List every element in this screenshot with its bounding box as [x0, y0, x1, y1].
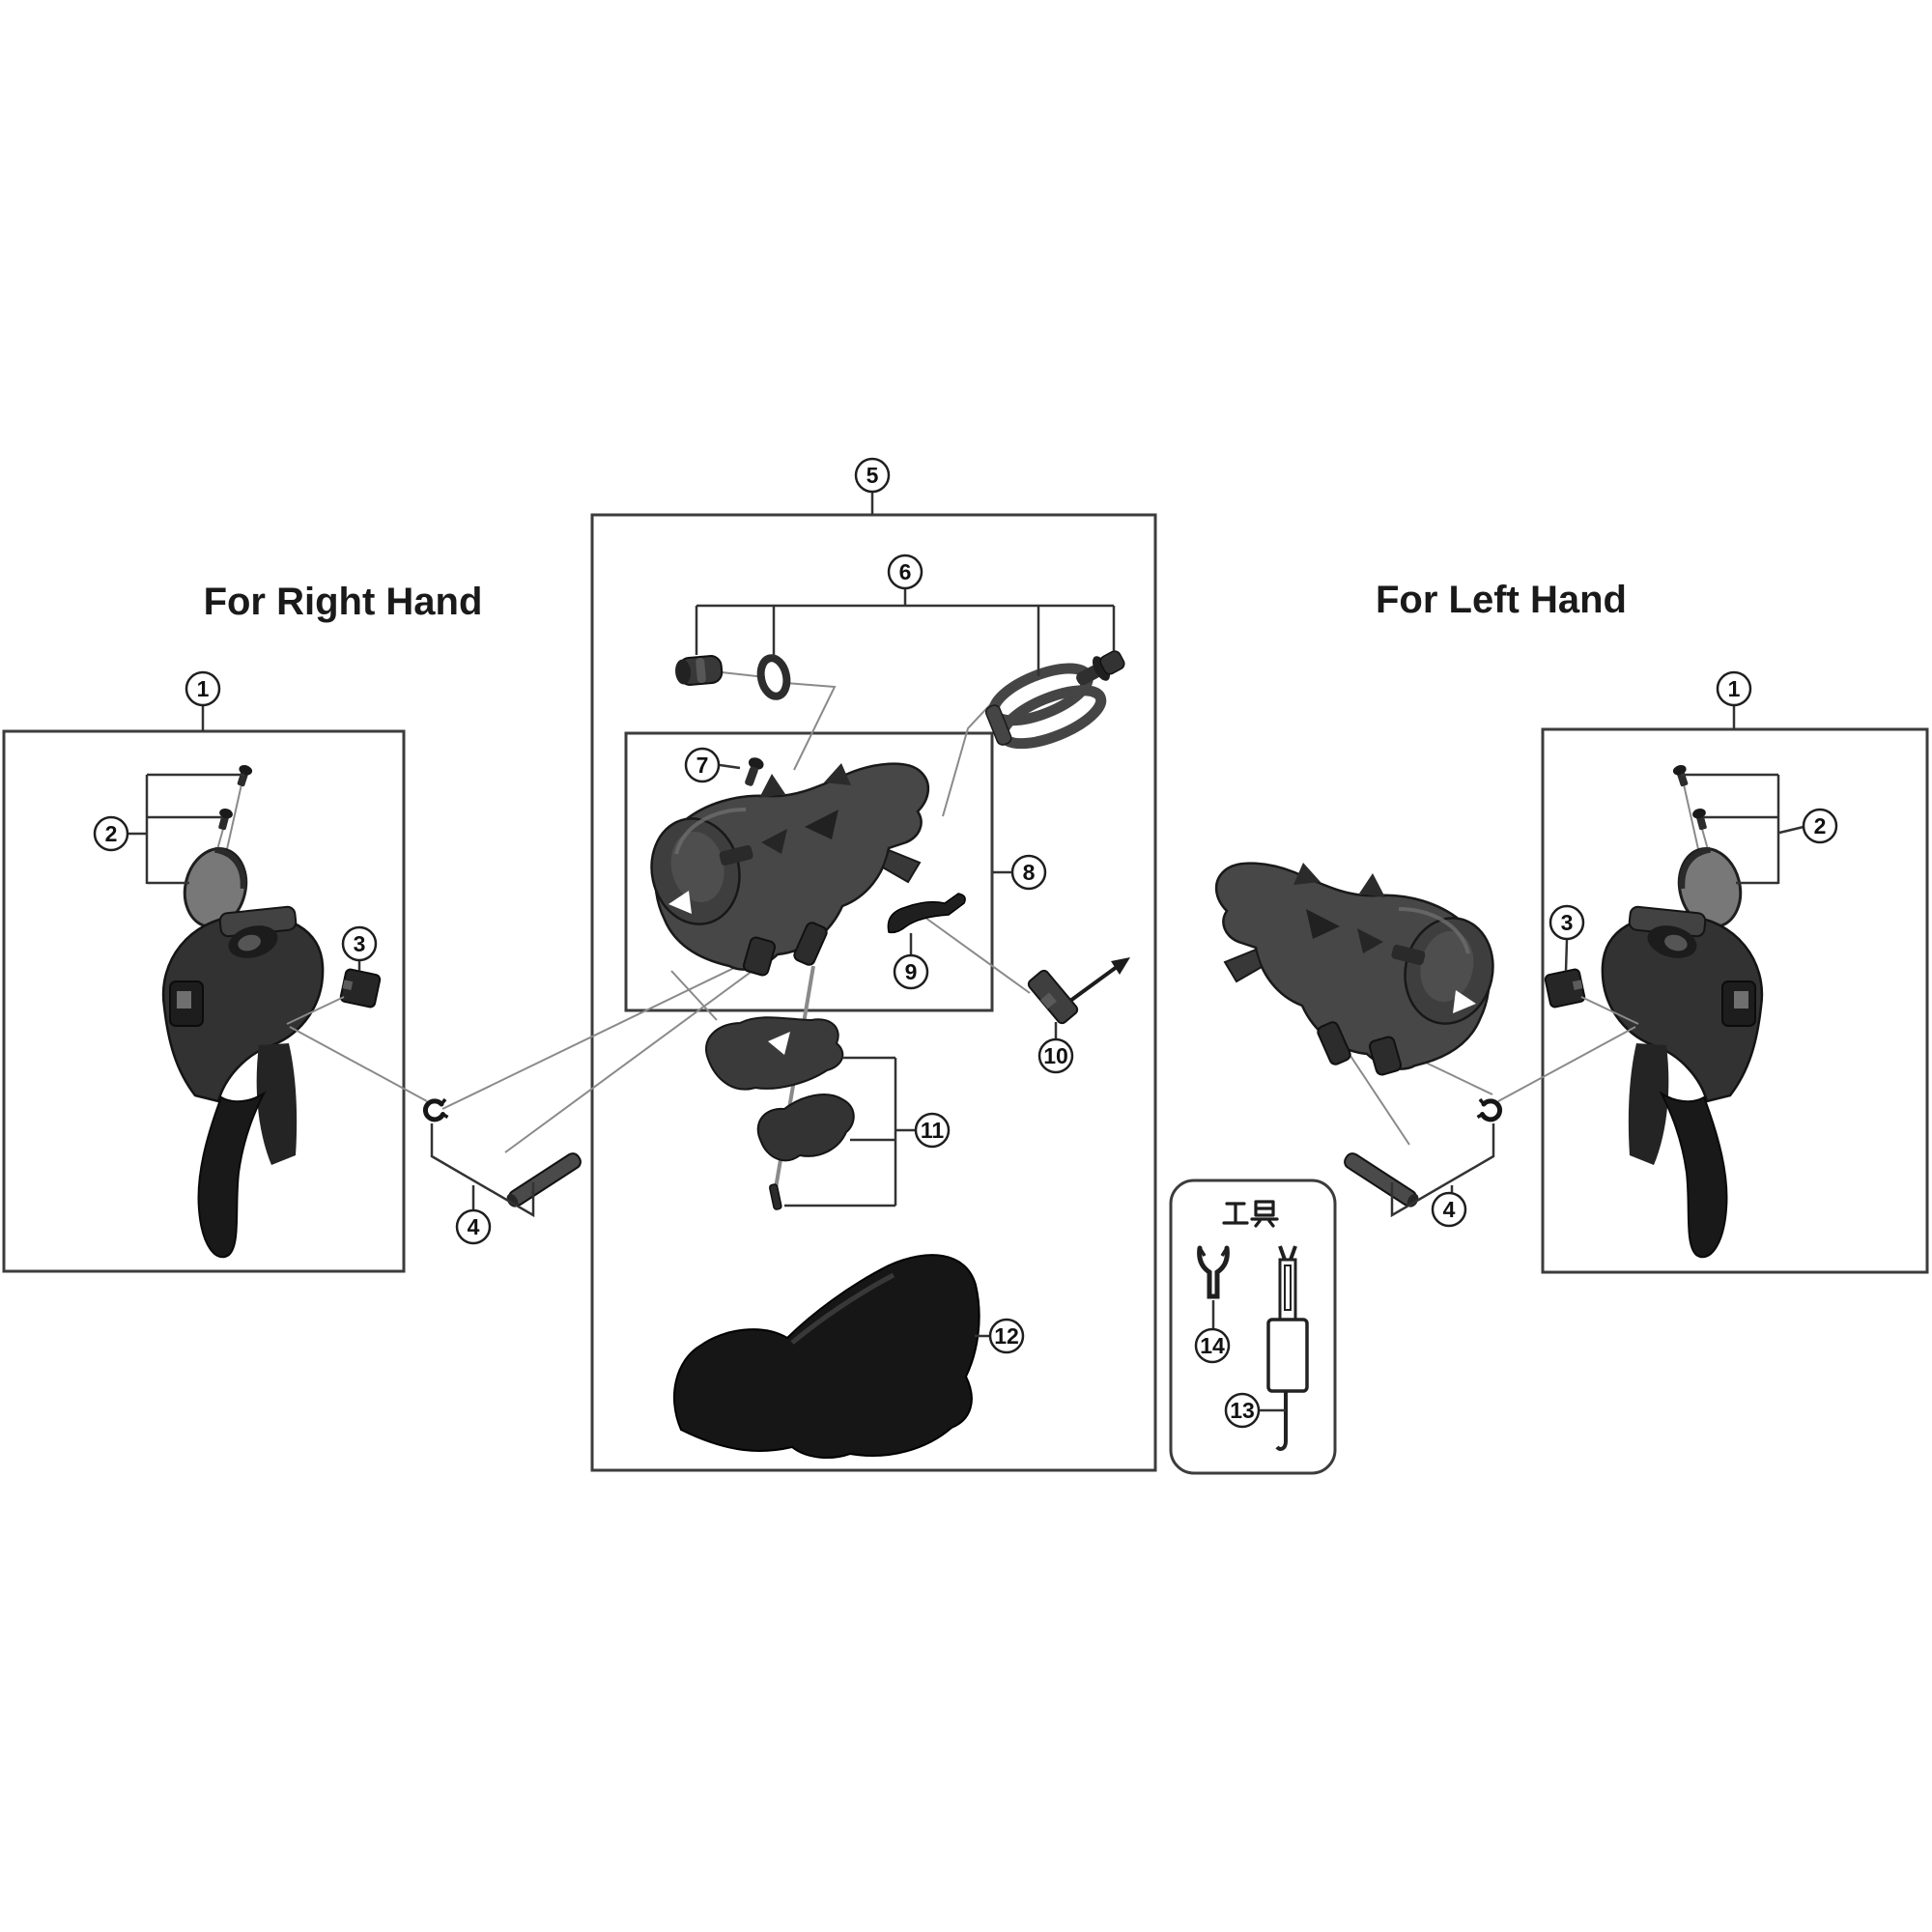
callout-13-tools: 13 [1224, 1392, 1261, 1429]
callout-5-center: 5 [854, 457, 891, 494]
center-kit-box [590, 513, 1157, 1472]
callout-circle [93, 815, 129, 852]
bracket-unit-left-hand [1214, 861, 1505, 1078]
callout-14-tools: 14 [1194, 1327, 1231, 1364]
callout-circle [914, 1112, 951, 1149]
callout-4-left-hand: 4 [1431, 1191, 1467, 1228]
part-11-upper-cover [705, 1016, 844, 1091]
callout-number: 2 [105, 821, 118, 846]
callout-3-right-hand: 3 [341, 925, 378, 962]
callout-number: 11 [921, 1118, 945, 1143]
title-for-left-hand: For Left Hand [1376, 579, 1627, 621]
callout-circle [684, 747, 721, 783]
tools-label-glyphs [1222, 1200, 1279, 1228]
callout-number: 1 [1728, 676, 1741, 701]
callout-circle [1548, 904, 1585, 941]
arrow-line [1068, 962, 1122, 1003]
upper-cover-hole [768, 1032, 790, 1055]
callout-number: 10 [1043, 1043, 1068, 1068]
callout-1-left-hand: 1 [1716, 670, 1752, 707]
callout-number: 9 [905, 959, 918, 984]
callout-circle [455, 1208, 492, 1245]
callout-number: 8 [1023, 860, 1036, 885]
tool-13-plug [1266, 1245, 1309, 1451]
callout-circle [341, 925, 378, 962]
callout-circle [988, 1318, 1025, 1354]
callout-number: 6 [899, 559, 912, 584]
callout-number: 4 [468, 1214, 480, 1239]
callout-number: 3 [354, 931, 366, 956]
callout-number: 7 [696, 753, 709, 778]
callout-2-right-hand: 2 [93, 815, 129, 852]
callout-number: 5 [867, 463, 879, 488]
callout-circle [887, 554, 923, 590]
callout-circle [1431, 1191, 1467, 1228]
callout-1-right-hand: 1 [185, 670, 221, 707]
tool-14-fork [1197, 1245, 1230, 1329]
callout-9-center: 9 [893, 953, 929, 990]
part-7-screw [745, 757, 764, 786]
tools-label: 工具 [1222, 1200, 1279, 1228]
callout-8-center: 8 [1010, 854, 1047, 891]
tools-box [1169, 1179, 1337, 1475]
callout-circle [1194, 1327, 1231, 1364]
part-10-setting-plate [1027, 957, 1130, 1025]
part-11-lower-cover [756, 1094, 855, 1162]
part-6-barrel-nut [675, 655, 724, 686]
right-hand-assembly [147, 763, 583, 1257]
callout-circle [1224, 1392, 1261, 1429]
part-6-ring [756, 654, 791, 700]
callout-number: 12 [994, 1323, 1019, 1349]
callout-circle [893, 953, 929, 990]
callout-circle [185, 670, 221, 707]
callout-10-center: 10 [1037, 1037, 1074, 1074]
callout-12-center: 12 [988, 1318, 1025, 1354]
callout-circle [1010, 854, 1047, 891]
callout-number: 14 [1200, 1333, 1225, 1358]
part-12-hood [673, 1254, 980, 1459]
part-6-clamp-bolt [1076, 650, 1125, 686]
bracket-subassembly-box [624, 731, 994, 1012]
part-11-covers [705, 965, 855, 1210]
callout-circle [854, 457, 891, 494]
callout-number: 4 [1443, 1197, 1456, 1222]
callout-number: 1 [197, 676, 210, 701]
callout-2-left-hand: 2 [1802, 808, 1838, 844]
callout-6-center: 6 [887, 554, 923, 590]
title-for-right-hand: For Right Hand [204, 581, 483, 623]
callout-11-center: 11 [914, 1112, 951, 1149]
callout-number: 13 [1230, 1398, 1255, 1423]
callout-number: 3 [1561, 910, 1574, 935]
callout-circle [1037, 1037, 1074, 1074]
bracket-unit-right-hand [639, 761, 930, 979]
callout-circle [1716, 670, 1752, 707]
callout-connectors [128, 493, 1804, 1412]
arrow-head [1111, 957, 1130, 975]
callout-3-left-hand: 3 [1548, 904, 1585, 941]
callout-4-right-hand: 4 [455, 1208, 492, 1245]
callout-7-center: 7 [684, 747, 721, 783]
callout-circle [1802, 808, 1838, 844]
part-11-screw [768, 1183, 782, 1210]
part-9-cable-hook [887, 893, 966, 934]
callout-number: 2 [1814, 813, 1827, 838]
